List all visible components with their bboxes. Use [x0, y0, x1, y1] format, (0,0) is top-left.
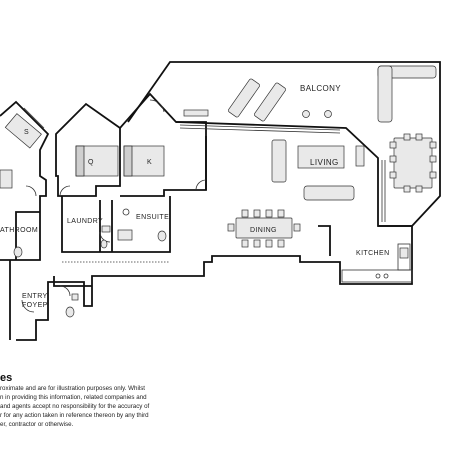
- bedroom-furniture: [0, 113, 165, 189]
- dining-furniture: [227, 209, 301, 248]
- bathroom-fittings: [13, 208, 167, 318]
- room-label-bedroom-k: K: [147, 159, 152, 166]
- notes-line: n in providing this information, related…: [0, 394, 147, 401]
- room-label-foyer: FOYEP: [22, 302, 48, 309]
- notes-line: and agents accept no responsibility for …: [0, 403, 150, 410]
- kitchen-fittings: [341, 243, 413, 283]
- room-label-bedroom-s: S: [24, 129, 29, 136]
- room-label-balcony: BALCONY: [300, 84, 341, 93]
- room-label-bathroom: ATHROOM: [0, 227, 38, 234]
- room-label-dining: DINING: [250, 227, 277, 234]
- notes-line: r for any action taken in reference ther…: [0, 412, 149, 419]
- windows: [23, 107, 386, 222]
- notes-line: er, contractor or otherwise.: [0, 421, 74, 428]
- doors: [21, 99, 207, 313]
- room-label-living: LIVING: [310, 158, 339, 167]
- notes-title: es: [0, 372, 13, 384]
- notes-line: roximate and are for illustration purpos…: [0, 385, 146, 392]
- living-furniture: [271, 139, 365, 201]
- exterior-walls: [0, 61, 441, 341]
- room-label-entry: ENTRY: [22, 293, 48, 300]
- room-label-laundry: LAUNDRY: [67, 218, 103, 225]
- room-label-kitchen: KITCHEN: [356, 250, 390, 257]
- balcony-furniture: [183, 65, 437, 193]
- room-label-bedroom-q: Q: [88, 159, 94, 166]
- room-label-ensuite: ENSUITE: [136, 214, 169, 221]
